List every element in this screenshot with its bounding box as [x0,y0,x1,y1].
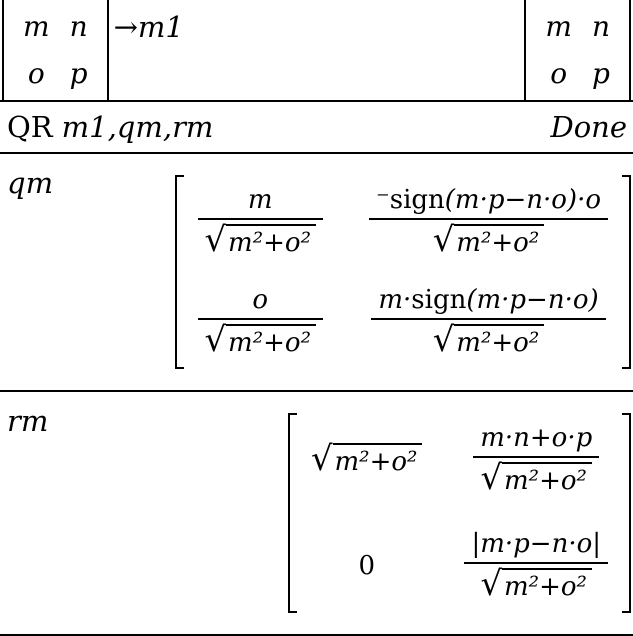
radical-sign: √ [204,320,227,359]
history-entry-store: m n o p →m1 m n o p [0,0,633,102]
matrix-cell: m [545,10,572,43]
variable-label-qm[interactable]: qm [7,166,54,200]
radical-sign: √ [310,439,333,478]
rm-cell-r0c0: √m²+o² [310,439,423,478]
radical-sign: √ [480,564,503,603]
radical-sign: √ [432,320,455,359]
matrix-bracket-left [287,413,297,613]
square-root: √m²+o² [432,320,545,359]
square-root: √m²+o² [480,458,592,497]
history-entry-qm: qm m √m²+o² ⁻sign(m·p−n·o)·o √m²+o² o √m… [0,154,633,392]
qm-cell-r1c0: o √m²+o² [197,285,323,359]
matrix-cell: o [550,57,568,90]
command-name: QR [7,110,53,144]
variable-label-rm[interactable]: rm [7,404,49,438]
target-variable: m1 [137,10,184,44]
result-done[interactable]: Done [550,110,627,144]
qm-cell-r0c1: ⁻sign(m·p−n·o)·o √m²+o² [369,185,608,259]
history-entry-rm: rm √m²+o² m·n+o·p √m²+o² 0 |m·p−n·o| √m²… [0,392,633,636]
qm-cell-r0c0: m √m²+o² [197,185,323,259]
matrix-bracket-left [174,175,184,369]
matrix-cell: m [23,10,50,43]
matrix-cell: n [591,10,610,43]
input-matrix: m n o p [2,0,109,102]
matrix-bracket-left [2,0,11,102]
square-root: √m²+o² [204,220,316,259]
expression-input-store[interactable]: m n o p →m1 [2,0,184,102]
matrix-cell: p [592,57,610,90]
radical-sign: √ [480,458,503,497]
matrix-cell: p [69,57,88,90]
matrix-bracket-right [99,0,109,102]
radical-sign: √ [204,220,227,259]
matrix-bracket-left [524,0,534,102]
radical-sign: √ [432,220,455,259]
rm-cell-r1c0: 0 [358,551,375,581]
qm-result-matrix[interactable]: m √m²+o² ⁻sign(m·p−n·o)·o √m²+o² o √m²+o… [174,175,631,369]
matrix-bracket-right [622,413,631,613]
rm-cell-r1c1: |m·p−n·o| √m²+o² [464,529,608,603]
store-assignment: →m1 [114,10,184,44]
output-matrix[interactable]: m n o p [524,0,631,102]
rm-cell-r0c1: m·n+o·p √m²+o² [473,423,600,497]
matrix-bracket-right [622,0,631,102]
square-root: √m²+o² [480,564,592,603]
square-root: √m²+o² [432,220,545,259]
command-arguments: m1,qm,rm [61,110,214,144]
matrix-bracket-right [622,175,631,369]
store-arrow-symbol: → [113,10,138,44]
rm-result-matrix[interactable]: √m²+o² m·n+o·p √m²+o² 0 |m·p−n·o| √m²+o² [287,413,631,613]
square-root: √m²+o² [204,320,316,359]
qm-cell-r1c1: m·sign(m·p−n·o) √m²+o² [371,285,606,359]
matrix-cell: n [69,10,88,43]
matrix-cell: o [27,57,45,90]
